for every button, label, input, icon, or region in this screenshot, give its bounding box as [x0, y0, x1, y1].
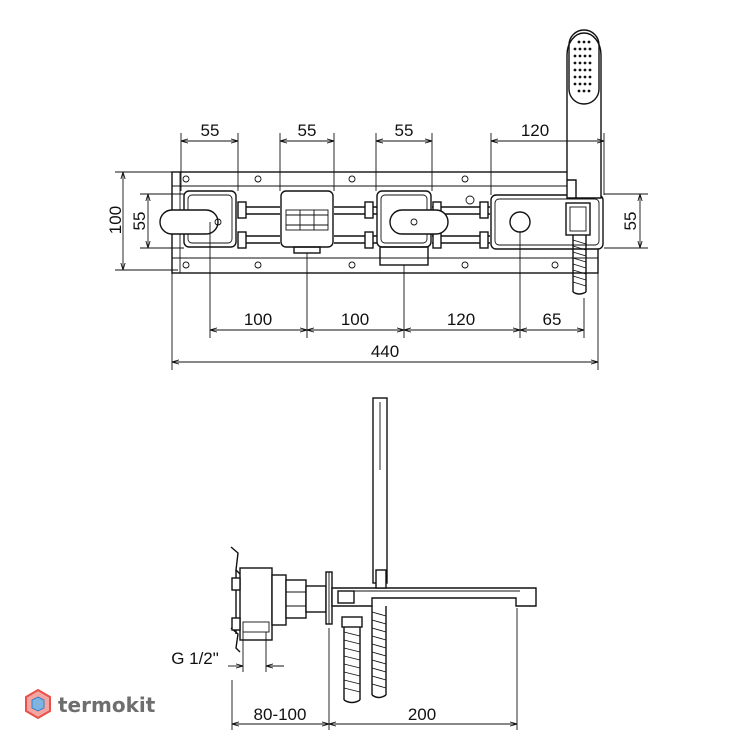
shower-outlet-module	[490, 194, 604, 250]
side-hoses	[341, 606, 387, 704]
top-dimension-lines	[180, 133, 605, 195]
shower-nozzles	[573, 40, 592, 93]
left-height-dimension-lines	[115, 171, 184, 271]
diverter-module	[280, 190, 334, 254]
shower-hose	[572, 235, 587, 295]
side-view: G 1/2" 80-100 200	[171, 397, 537, 730]
dim-top-1: 55	[201, 121, 220, 140]
shower-rail	[372, 397, 388, 589]
watermark-text: termokit	[58, 693, 156, 717]
termokit-watermark: termokit	[25, 688, 156, 720]
dim-top-4: 120	[521, 121, 549, 140]
dim-top-2: 55	[298, 121, 317, 140]
hand-shower	[566, 29, 602, 199]
front-view: 55 55 55 120 100 55 55	[106, 29, 648, 370]
depth-dimension-lines	[231, 608, 518, 730]
plate-holes	[182, 175, 559, 269]
thread-dimension-lines	[228, 632, 284, 672]
dim-height-55-left: 55	[130, 212, 149, 231]
dim-bottom-3: 120	[447, 310, 475, 329]
bottom-dimension-lines	[171, 222, 599, 370]
dim-thread: G 1/2"	[171, 649, 219, 668]
embedded-box	[231, 567, 327, 641]
wall-section	[230, 546, 241, 653]
termokit-logo-icon	[25, 688, 51, 720]
dim-height-55-right: 55	[621, 212, 640, 231]
dim-total-width: 440	[371, 342, 399, 361]
dim-bottom-4: 65	[543, 310, 562, 329]
lever-module-1	[159, 190, 237, 248]
dim-bottom-2: 100	[341, 310, 369, 329]
right-height-dimension-lines	[604, 193, 648, 249]
dim-depth: 80-100	[254, 705, 307, 724]
spout	[331, 587, 537, 607]
dim-bottom-1: 100	[244, 310, 272, 329]
dim-top-3: 55	[395, 121, 414, 140]
cover-plate	[325, 571, 333, 625]
lever-module-2	[376, 190, 449, 266]
connecting-pipes	[237, 201, 490, 249]
dim-spout-length: 200	[408, 705, 436, 724]
dim-height-100: 100	[106, 206, 125, 234]
